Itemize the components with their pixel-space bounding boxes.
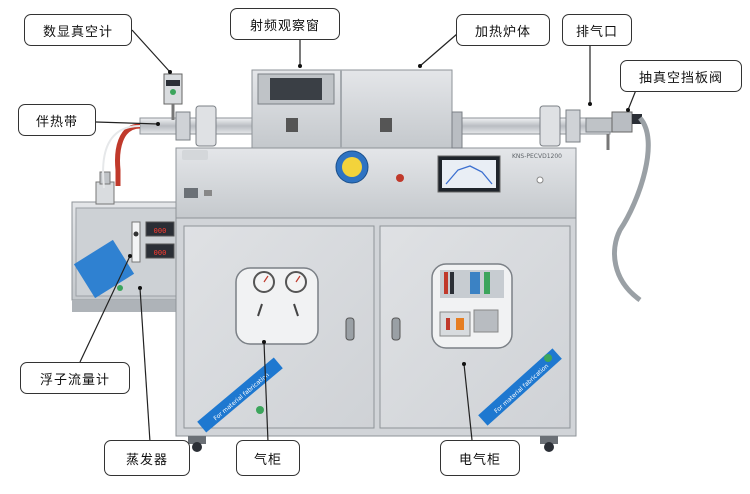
heating-tape <box>102 123 141 189</box>
label-vacuum-gauge: 数显真空计 <box>24 14 132 46</box>
evaporator-unit: 000 000 <box>71 171 188 312</box>
label-electric-cabinet: 电气柜 <box>440 440 520 476</box>
label-exhaust-port: 排气口 <box>562 14 632 46</box>
casters <box>188 436 558 452</box>
label-heating-tape: 伴热带 <box>18 104 96 136</box>
model-plate: KNS-PECVD1200 <box>512 153 562 160</box>
svg-text:000: 000 <box>154 249 167 257</box>
label-gas-cabinet: 气柜 <box>236 440 300 476</box>
furnace-body <box>251 69 463 149</box>
exhaust-hose <box>606 116 651 303</box>
label-pump-baffle-valve: 抽真空挡板阀 <box>620 60 742 92</box>
label-float-flowmeter: 浮子流量计 <box>20 362 130 394</box>
label-rf-window: 射频观察窗 <box>230 8 340 40</box>
svg-text:000: 000 <box>154 227 167 235</box>
main-cabinet: KNS-PECVD1200 <box>175 147 577 437</box>
label-furnace-body: 加热炉体 <box>456 14 550 46</box>
label-evaporator: 蒸发器 <box>104 440 190 476</box>
leader-dots <box>128 64 630 366</box>
vacuum-gauge-device <box>163 73 183 120</box>
